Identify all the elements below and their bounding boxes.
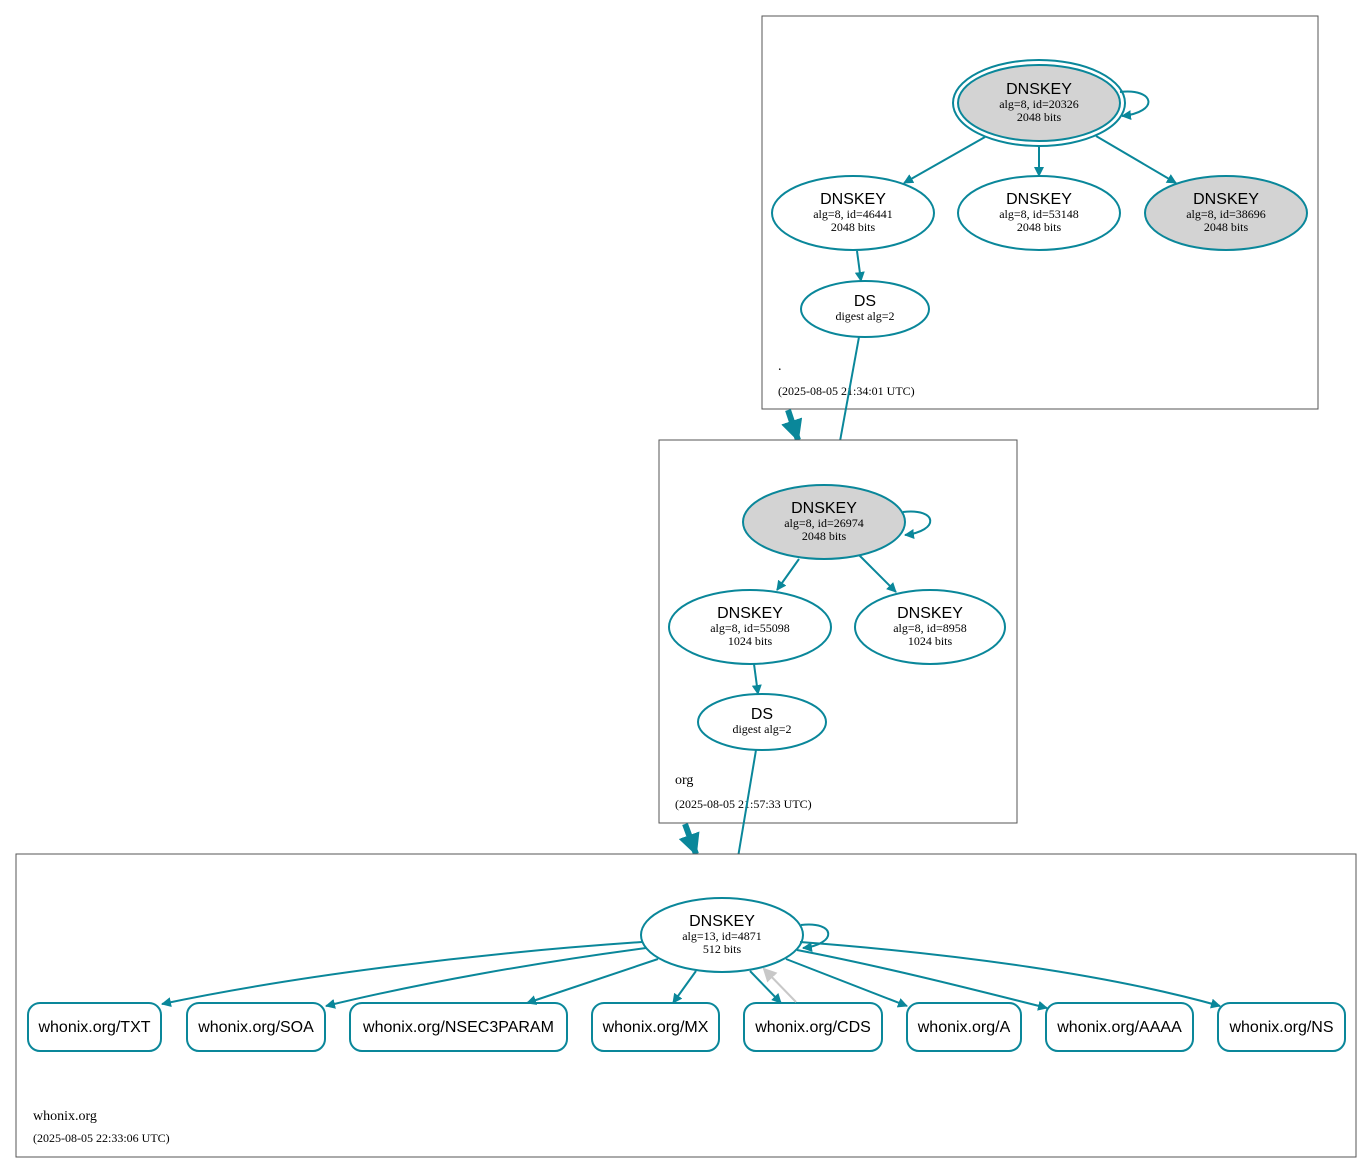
edge-root-ksk-zsk1 [903,136,986,184]
root-zsk1-alg: alg=8, id=46441 [813,207,893,221]
org-zsk1-title: DNSKEY [717,605,783,622]
org-zsk1-bits: 1024 bits [728,634,773,648]
org-ds-title: DS [751,706,773,723]
root-zsk3-title: DNSKEY [1193,191,1259,208]
rrset-txt-label: whonix.org/TXT [37,1019,150,1036]
root-zone-name: . [778,359,782,374]
edge-cds-key-insecure [762,967,797,1003]
root-zsk1-title: DNSKEY [820,191,886,208]
org-ksk-bits: 2048 bits [802,529,847,543]
edge-key-cds [749,970,782,1004]
root-zsk2-node[interactable]: DNSKEY alg=8, id=53148 2048 bits [957,175,1121,251]
root-zsk3-bits: 2048 bits [1204,220,1249,234]
delegation-root-org [781,409,803,442]
org-zone-name: org [675,773,693,788]
rrset-txt-node[interactable]: whonix.org/TXT [27,1002,162,1052]
zone-root: DNSKEY alg=8, id=20326 2048 bits DNSKEY … [761,15,1319,410]
org-zsk2-bits: 1024 bits [908,634,953,648]
org-ds-node[interactable]: DS digest alg=2 [697,693,827,751]
root-ksk-title: DNSKEY [1006,81,1072,98]
delegation-org-whonix [678,822,700,856]
edge-key-txt [161,941,643,1008]
rrset-aaaa-label: whonix.org/AAAA [1056,1019,1182,1036]
rrset-ns-node[interactable]: whonix.org/NS [1217,1002,1346,1052]
org-ds-digest: digest alg=2 [732,722,791,736]
edge-key-a [785,958,908,1008]
rrset-mx-node[interactable]: whonix.org/MX [591,1002,720,1052]
root-zsk1-bits: 2048 bits [831,220,876,234]
edge-org-zsk1-ds [751,663,762,695]
edge-key-soa [325,947,647,1009]
rrset-nsec3param-node[interactable]: whonix.org/NSEC3PARAM [349,1002,568,1052]
root-ksk-node[interactable]: DNSKEY alg=8, id=20326 2048 bits [952,59,1126,147]
edge-whonix-key-self [800,923,830,952]
root-ds-title: DS [854,293,876,310]
rrset-aaaa-node[interactable]: whonix.org/AAAA [1045,1002,1194,1052]
root-ds-node[interactable]: DS digest alg=2 [800,280,930,338]
edge-root-zsk1-ds [854,250,865,282]
edge-key-ns [799,941,1221,1009]
zone-org: DNSKEY alg=8, id=26974 2048 bits DNSKEY … [658,439,1018,824]
whonix-key-title: DNSKEY [689,913,755,930]
edge-key-aaaa [796,949,1048,1011]
root-zsk3-alg: alg=8, id=38696 [1186,207,1266,221]
edge-key-nsec3param [526,958,659,1005]
root-zone-timestamp: (2025-08-05 21:34:01 UTC) [778,384,915,398]
rrset-soa-node[interactable]: whonix.org/SOA [186,1002,326,1052]
rrset-a-label: whonix.org/A [917,1019,1011,1036]
root-zsk2-alg: alg=8, id=53148 [999,207,1079,221]
root-ksk-alg: alg=8, id=20326 [999,97,1079,111]
rrset-mx-label: whonix.org/MX [602,1019,709,1036]
whonix-zone-name: whonix.org [33,1109,97,1124]
org-zsk2-title: DNSKEY [897,605,963,622]
org-zsk1-alg: alg=8, id=55098 [710,621,790,635]
rrset-cds-node[interactable]: whonix.org/CDS [743,1002,883,1052]
rrset-soa-label: whonix.org/SOA [197,1019,314,1036]
root-ksk-bits: 2048 bits [1017,110,1062,124]
edge-org-ksk-zsk1 [776,558,800,591]
org-zsk2-alg: alg=8, id=8958 [893,621,967,635]
edge-root-ksk-self [1119,90,1150,121]
org-ksk-title: DNSKEY [791,500,857,517]
rrset-a-node[interactable]: whonix.org/A [906,1002,1022,1052]
root-ds-digest: digest alg=2 [835,309,894,323]
root-zsk3-node[interactable]: DNSKEY alg=8, id=38696 2048 bits [1144,175,1308,251]
edge-key-mx [672,970,697,1004]
whonix-key-alg: alg=13, id=4871 [682,929,762,943]
rrset-nsec3param-label: whonix.org/NSEC3PARAM [362,1019,554,1036]
zone-whonix: DNSKEY alg=13, id=4871 512 bits whonix.o… [15,853,1357,1158]
whonix-key-node[interactable]: DNSKEY alg=13, id=4871 512 bits [640,897,804,973]
org-ksk-alg: alg=8, id=26974 [784,516,864,530]
whonix-zone-timestamp: (2025-08-05 22:33:06 UTC) [33,1131,170,1145]
root-zsk2-bits: 2048 bits [1017,220,1062,234]
org-zsk1-node[interactable]: DNSKEY alg=8, id=55098 1024 bits [668,589,832,665]
edge-org-ksk-zsk2 [858,554,897,593]
org-ksk-node[interactable]: DNSKEY alg=8, id=26974 2048 bits [742,484,906,560]
org-zsk2-node[interactable]: DNSKEY alg=8, id=8958 1024 bits [854,589,1006,665]
root-zsk1-node[interactable]: DNSKEY alg=8, id=46441 2048 bits [771,175,935,251]
edge-root-ksk-zsk3 [1095,135,1177,184]
org-zone-timestamp: (2025-08-05 21:57:33 UTC) [675,797,812,811]
root-zsk2-title: DNSKEY [1006,191,1072,208]
whonix-key-bits: 512 bits [703,942,742,956]
edge-org-ksk-self [902,510,932,539]
rrset-cds-label: whonix.org/CDS [754,1019,871,1036]
rrset-ns-label: whonix.org/NS [1228,1019,1333,1036]
